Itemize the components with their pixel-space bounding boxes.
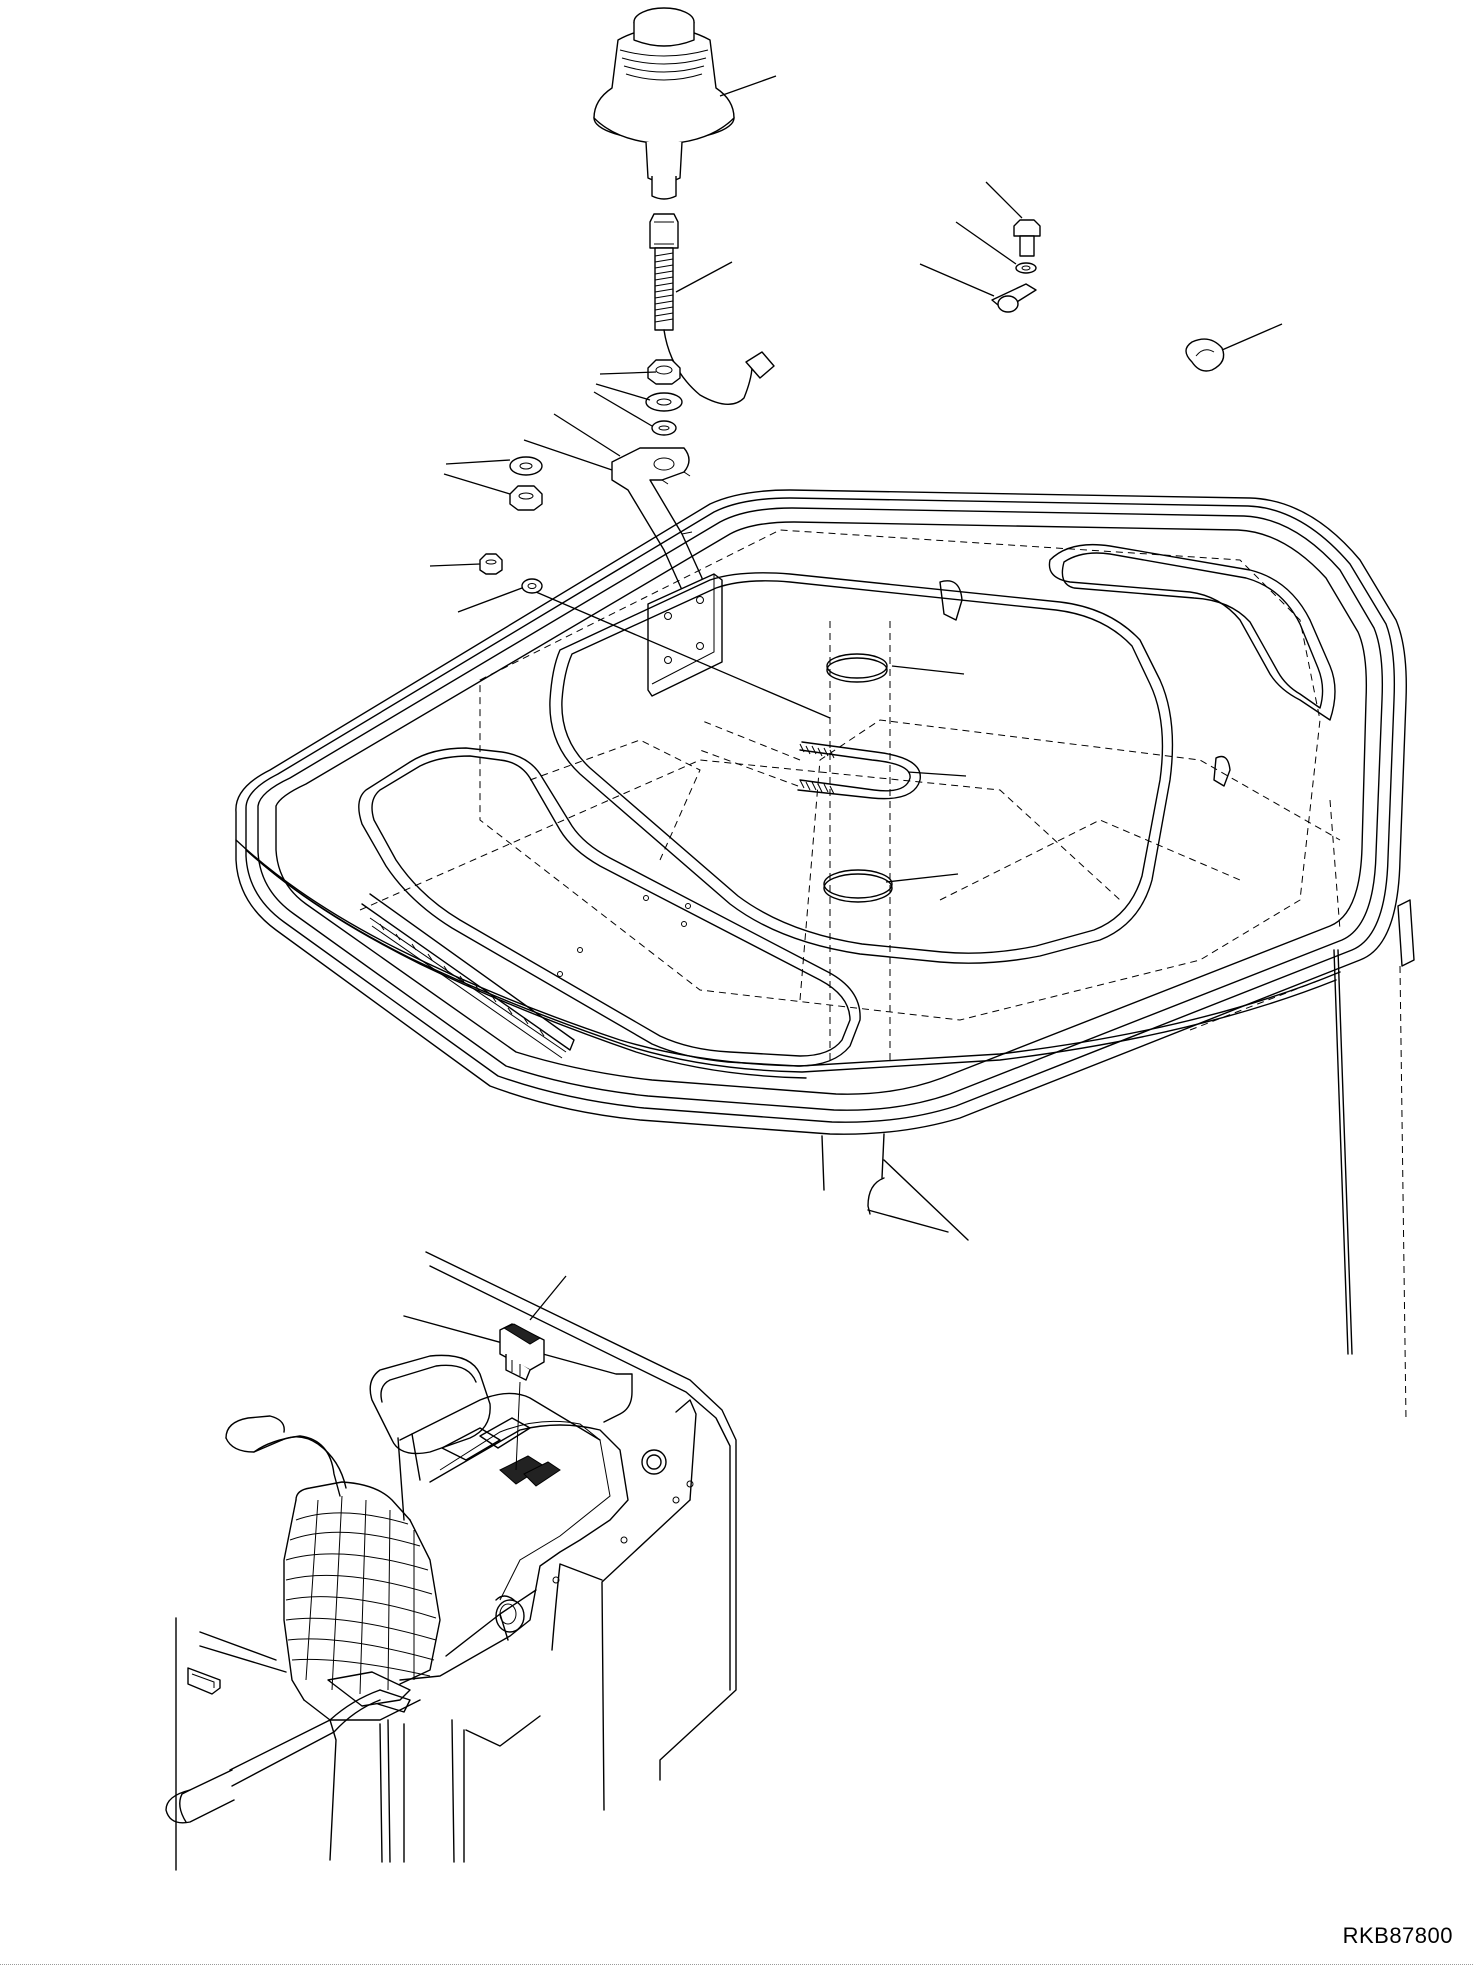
cab-roof-canopy-icon bbox=[236, 490, 1414, 1134]
u-bolt-icon bbox=[700, 720, 920, 799]
callout-leader-lines bbox=[430, 76, 1282, 1320]
ground-terminal-hardware bbox=[992, 220, 1040, 312]
nut-washer-stack bbox=[646, 360, 682, 435]
side-washer-nut-set bbox=[480, 457, 542, 593]
rotating-beacon-lamp-icon bbox=[594, 8, 734, 199]
cab-pillars bbox=[822, 950, 1406, 1420]
hose-clamp-lower-icon bbox=[824, 870, 892, 902]
drawing-reference-code: RKB87800 bbox=[1342, 1923, 1453, 1948]
threaded-mount-stud-icon bbox=[650, 214, 774, 404]
rocker-switch-icon bbox=[500, 1324, 544, 1470]
bottom-rule bbox=[0, 1964, 1473, 1965]
hose-clamp-icon bbox=[1186, 339, 1224, 371]
hose-clamp-upper-icon bbox=[827, 654, 887, 682]
operator-console-icon bbox=[166, 1252, 736, 1870]
mounting-bracket-icon bbox=[612, 448, 722, 696]
